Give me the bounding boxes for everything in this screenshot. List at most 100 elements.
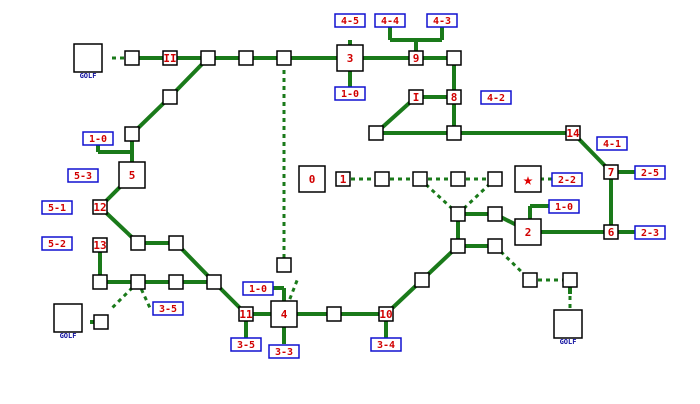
stage-tag[interactable] (67, 168, 99, 183)
map-node[interactable] (238, 50, 254, 66)
star-node[interactable] (514, 165, 542, 193)
map-node[interactable] (450, 171, 466, 187)
world-node-label: 8 (451, 91, 458, 104)
map-node[interactable] (168, 235, 184, 251)
map-node[interactable] (368, 125, 384, 141)
stage-tag-label: 5-3 (74, 171, 92, 182)
world-node-label: 12 (93, 201, 106, 214)
stage-tag[interactable] (268, 344, 300, 359)
map-node[interactable] (124, 50, 140, 66)
stage-tag-label: 4-2 (487, 93, 505, 104)
stage-tag[interactable] (334, 86, 366, 101)
world-node-11[interactable] (238, 306, 254, 322)
world-node-label: 0 (309, 173, 316, 186)
world-node-label: 7 (608, 166, 615, 179)
map-node[interactable] (450, 206, 466, 222)
map-node[interactable] (168, 274, 184, 290)
stage-tag-label: 3-5 (237, 340, 255, 351)
stage-tag[interactable] (242, 281, 274, 296)
map-node[interactable] (276, 50, 292, 66)
world-node-label: 13 (93, 239, 106, 252)
map-node[interactable] (412, 171, 428, 187)
world-node-7[interactable] (603, 164, 619, 180)
stage-tag-label: 5-2 (48, 239, 66, 250)
golf-house[interactable] (53, 303, 83, 333)
world-node-10[interactable] (378, 306, 394, 322)
world-node-i[interactable] (408, 89, 424, 105)
stage-tag[interactable] (334, 13, 366, 28)
map-node[interactable] (522, 272, 538, 288)
map-node[interactable] (414, 272, 430, 288)
stage-tag-label: 3-4 (377, 340, 395, 351)
golf-label: GOLF (560, 338, 577, 346)
map-node[interactable] (446, 50, 462, 66)
stage-tag-label: 3-3 (275, 347, 293, 358)
world-node-9[interactable] (408, 50, 424, 66)
world-node-13[interactable] (92, 237, 108, 253)
world-node-14[interactable] (565, 125, 581, 141)
stage-tag[interactable] (374, 13, 406, 28)
map-node[interactable] (487, 171, 503, 187)
world-node-0[interactable] (298, 165, 326, 193)
stage-tag[interactable] (551, 172, 583, 187)
stage-tag-label: 4-4 (381, 16, 399, 27)
stage-tag[interactable] (548, 199, 580, 214)
world-node-3[interactable] (336, 44, 364, 72)
map-node[interactable] (130, 235, 146, 251)
world-node-label: 10 (379, 308, 392, 321)
world-node-1[interactable] (335, 171, 351, 187)
stage-tag[interactable] (370, 337, 402, 352)
world-node-8[interactable] (446, 89, 462, 105)
star-icon: ★ (523, 170, 533, 190)
stage-tag[interactable] (480, 90, 512, 105)
world-node-ii[interactable] (162, 50, 178, 66)
world-node-12[interactable] (92, 199, 108, 215)
stage-tag-label: 1-0 (249, 284, 267, 295)
world-node-6[interactable] (603, 224, 619, 240)
map-node[interactable] (276, 257, 292, 273)
map-node[interactable] (487, 238, 503, 254)
stage-tag-label: 1-0 (555, 202, 573, 213)
world-node-label: 11 (239, 308, 253, 321)
map-node[interactable] (162, 89, 178, 105)
map-node[interactable] (446, 125, 462, 141)
stage-tag[interactable] (230, 337, 262, 352)
world-node-label: 2 (525, 226, 532, 239)
stage-tag[interactable] (41, 200, 73, 215)
map-node[interactable] (130, 274, 146, 290)
world-node-4[interactable] (270, 300, 298, 328)
map-node[interactable] (92, 274, 108, 290)
map-node[interactable] (562, 272, 578, 288)
map-node[interactable] (326, 306, 342, 322)
map-node[interactable] (374, 171, 390, 187)
map-node[interactable] (124, 126, 140, 142)
world-node-label: 3 (347, 52, 354, 65)
map-node[interactable] (93, 314, 109, 330)
world-node-label: II (163, 52, 176, 65)
stage-tag[interactable] (426, 13, 458, 28)
stage-tag-label: 2-3 (641, 228, 659, 239)
stage-tag[interactable] (596, 136, 628, 151)
stage-tag-label: 4-5 (341, 16, 359, 27)
stage-tag-label: 4-1 (603, 139, 621, 150)
world-node-label: 5 (129, 169, 136, 182)
golf-house[interactable] (73, 43, 103, 73)
stage-tag[interactable] (634, 165, 666, 180)
golf-label: GOLF (60, 332, 77, 340)
world-node-2[interactable] (514, 218, 542, 246)
map-node[interactable] (450, 238, 466, 254)
world-node-label: 1 (340, 173, 347, 186)
stage-tag[interactable] (634, 225, 666, 240)
stage-tag[interactable] (41, 236, 73, 251)
world-node-5[interactable] (118, 161, 146, 189)
map-node[interactable] (206, 274, 222, 290)
stage-tag-label: 2-2 (558, 175, 576, 186)
golf-house[interactable] (553, 309, 583, 339)
stage-tag[interactable] (152, 301, 184, 316)
map-node[interactable] (487, 206, 503, 222)
stage-tag[interactable] (82, 131, 114, 146)
stage-tag-label: 3-5 (159, 304, 177, 315)
map-node[interactable] (200, 50, 216, 66)
map-path-dotted (282, 277, 300, 315)
